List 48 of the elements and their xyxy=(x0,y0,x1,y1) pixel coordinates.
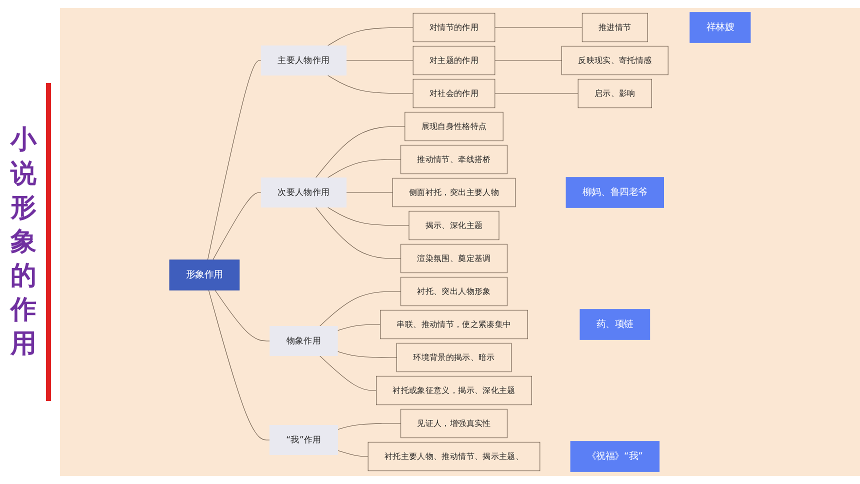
node-box: 推进情节 xyxy=(582,12,648,42)
node-box: 反映现实、寄托情感 xyxy=(561,46,668,76)
node-box: 物象作用 xyxy=(270,326,338,356)
node-box: 主要人物作用 xyxy=(260,46,347,76)
node-box: 形象作用 xyxy=(169,260,240,290)
node-box: 衬托主要人物、推动情节、揭示主题、 xyxy=(368,442,540,472)
connector xyxy=(327,27,414,46)
node-box: 推动情节、牵线搭桥 xyxy=(400,144,508,174)
connector xyxy=(494,60,562,61)
connector xyxy=(208,290,270,440)
node-box: 侧面衬托，突出主要人物 xyxy=(392,178,516,208)
connector xyxy=(212,192,262,260)
node-box: 祥林嫂 xyxy=(690,12,751,43)
node-box: 衬托、突出人物形象 xyxy=(400,276,508,306)
node-box: 柳妈、鲁四老爷 xyxy=(566,177,664,208)
node-box: 启示、影响 xyxy=(578,78,652,108)
node-box: 串联、推动情节，使之紧凑集中 xyxy=(380,310,528,340)
node-box: 见证人，增强真实性 xyxy=(400,408,508,438)
connector xyxy=(337,351,397,358)
connector xyxy=(319,355,377,391)
node-box: 展现自身性格特点 xyxy=(404,112,504,142)
node-box: 环境背景的揭示、暗示 xyxy=(396,342,512,372)
node-box: 对社会的作用 xyxy=(412,78,496,108)
connector xyxy=(337,423,402,430)
connector xyxy=(327,74,414,94)
connector xyxy=(327,206,410,226)
node-box: 对情节的作用 xyxy=(412,12,496,42)
node-box: 次要人物作用 xyxy=(260,178,347,208)
connector xyxy=(337,450,368,457)
node-box: 对主题的作用 xyxy=(412,46,496,76)
connector xyxy=(346,192,393,193)
connector xyxy=(327,159,402,178)
connector xyxy=(337,324,381,331)
node-box: “我”作用 xyxy=(269,425,338,455)
node-box: 《祝福》“我” xyxy=(570,441,660,472)
node-box: 渲染氛围、奠定基调 xyxy=(400,244,508,274)
title: 小说形象的作用 xyxy=(10,83,50,401)
node-box: 衬托或象征意义，揭示、深化主题 xyxy=(376,376,532,406)
connector xyxy=(207,60,262,260)
connector xyxy=(494,93,578,94)
node-box: 揭示、深化主题 xyxy=(408,210,500,240)
connector xyxy=(494,27,582,28)
connector xyxy=(346,60,414,61)
connector xyxy=(214,290,270,342)
connector xyxy=(315,206,402,259)
node-box: 药、项链 xyxy=(580,309,650,340)
connector xyxy=(315,126,406,178)
connector xyxy=(319,291,402,327)
